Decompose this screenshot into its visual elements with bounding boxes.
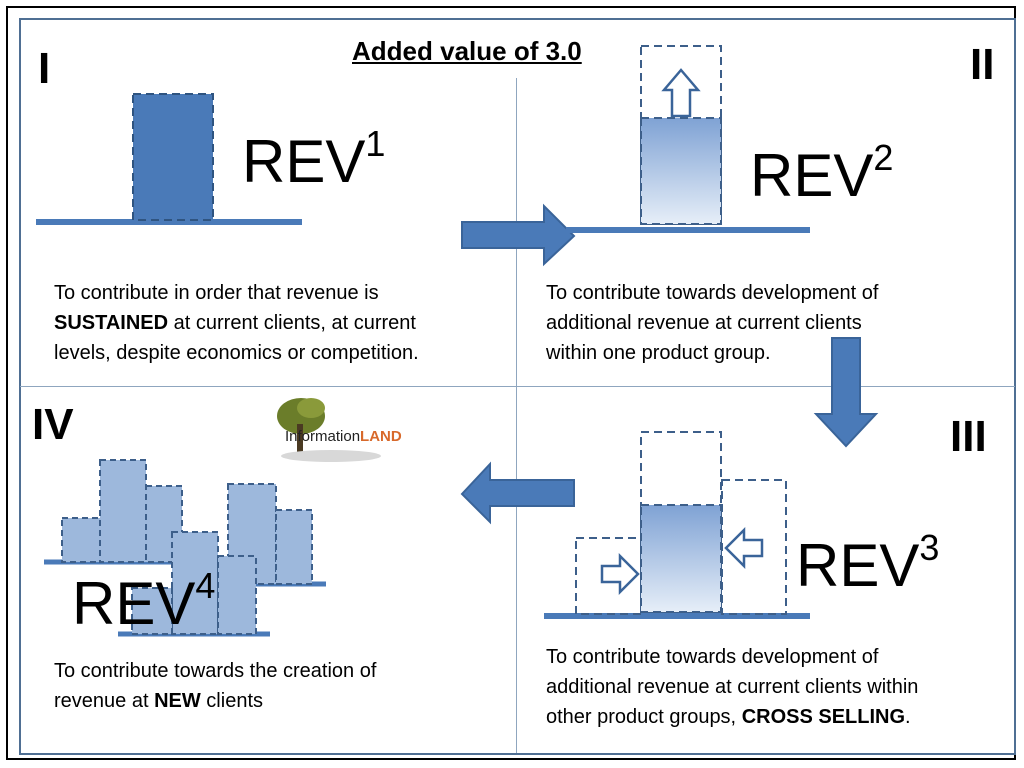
description-line: additional revenue at current clients wi…	[546, 676, 919, 698]
arrow-down	[813, 337, 879, 448]
description-line: levels, despite economics or competition…	[54, 342, 419, 364]
description-line: To contribute towards development of	[546, 646, 879, 668]
arrow-right	[461, 203, 576, 267]
revenue-bar-2	[640, 117, 722, 225]
description-line: within one product group.	[546, 342, 771, 364]
rev-label-3: REV3	[796, 527, 940, 599]
up-arrow-icon	[661, 68, 701, 118]
quadrant-label-4: IV	[32, 400, 74, 449]
logo-text: InformationLAND	[285, 428, 402, 445]
description-line: To contribute towards development of	[546, 282, 879, 304]
description-4: To contribute towards the creation of re…	[54, 656, 504, 716]
description-1: To contribute in order that revenue is S…	[54, 278, 504, 368]
quadrant-label-1: I	[38, 44, 51, 93]
rev-label-2: REV2	[750, 137, 894, 209]
informationland-logo: InformationLAND	[271, 394, 431, 470]
left-arrow-icon	[724, 526, 764, 570]
rev-label-4: REV4	[72, 565, 216, 637]
rev-label-1: REV1	[242, 123, 386, 195]
description-line: revenue at NEW clients	[54, 690, 263, 712]
quadrant-label-3: III	[950, 412, 987, 461]
description-line: other product groups, CROSS SELLING.	[546, 706, 911, 728]
quadrant-label-2: II	[970, 40, 995, 89]
description-line: SUSTAINED at current clients, at current	[54, 312, 416, 334]
slide-title: Added value of 3.0	[352, 36, 582, 66]
description-line: additional revenue at current clients	[546, 312, 862, 334]
arrow-left	[460, 461, 575, 525]
tree-icon	[271, 394, 431, 470]
description-2: To contribute towards development of add…	[546, 278, 1006, 368]
description-line: To contribute in order that revenue is	[54, 282, 379, 304]
description-3: To contribute towards development of add…	[546, 642, 1011, 732]
description-line: To contribute towards the creation of	[54, 660, 377, 682]
quadrant-divider-vertical	[516, 78, 517, 753]
revenue-bar-3	[640, 504, 722, 613]
quadrant-divider-horizontal	[20, 386, 1015, 387]
new-clients-bars	[44, 459, 326, 637]
right-arrow-icon	[600, 552, 640, 596]
revenue-bar-1	[132, 93, 214, 221]
